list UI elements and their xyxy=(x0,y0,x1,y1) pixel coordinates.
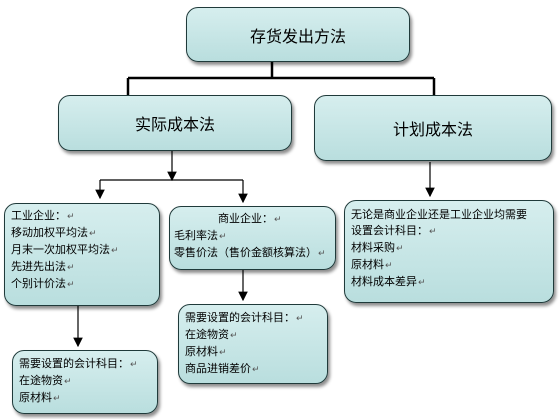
industrial-line: 先进先出法↵ xyxy=(11,260,75,273)
planned-accounts-line: 材料成本差异↵ xyxy=(351,275,426,288)
industrial-line: 个别计价法↵ xyxy=(11,277,75,290)
industrial-accounts-line: 需要设置的会计科目：↵ xyxy=(19,357,138,370)
commercial-accounts-line: 在途物资↵ xyxy=(185,328,238,341)
commercial-accounts-line: 需要设置的会计科目：↵ xyxy=(185,311,304,324)
planned-accounts-line: 无论是商业企业还是工业企业均需要 xyxy=(351,208,527,221)
planned-accounts-line: 材料采购↵ xyxy=(351,241,404,254)
industrial-node: 工业企业：↵ 移动加权平均法↵ 月末一次加权平均法↵ 先进先出法↵ 个别计价法↵ xyxy=(4,203,160,306)
root-node: 存货发出方法 xyxy=(186,7,410,62)
commercial-line: 商业企业：↵ xyxy=(218,212,282,225)
actual-cost-label: 实际成本法 xyxy=(134,115,215,134)
planned-cost-label: 计划成本法 xyxy=(392,120,473,139)
planned-accounts-node: 无论是商业企业还是工业企业均需要 设置会计科目：↵ 材料采购↵ 原材料↵ 材料成… xyxy=(344,200,554,303)
commercial-accounts-line: 商品进销差价↵ xyxy=(185,362,260,375)
industrial-line: 移动加权平均法↵ xyxy=(11,226,97,239)
commercial-node: 商业企业：↵ 毛利率法↵ 零售价法（售价金额核算法）↵ xyxy=(169,206,336,270)
planned-cost-node: 计划成本法 xyxy=(314,95,552,161)
commercial-accounts-line: 原材料↵ xyxy=(185,345,227,358)
root-label: 存货发出方法 xyxy=(249,26,346,46)
planned-accounts-line: 设置会计科目：↵ xyxy=(351,224,437,237)
industrial-accounts-line: 在途物资↵ xyxy=(19,374,72,387)
commercial-line: 零售价法（售价金额核算法）↵ xyxy=(174,246,326,259)
industrial-accounts-node: 需要设置的会计科目：↵ 在途物资↵ 原材料↵ xyxy=(12,350,158,414)
planned-accounts-line: 原材料↵ xyxy=(351,258,393,271)
industrial-accounts-line: 原材料↵ xyxy=(19,391,61,404)
commercial-accounts-node: 需要设置的会计科目：↵ 在途物资↵ 原材料↵ 商品进销差价↵ xyxy=(178,304,328,384)
industrial-line: 月末一次加权平均法↵ xyxy=(11,243,119,256)
industrial-line: 工业企业：↵ xyxy=(11,209,75,222)
commercial-line: 毛利率法↵ xyxy=(174,229,227,242)
actual-cost-node: 实际成本法 xyxy=(58,95,292,151)
